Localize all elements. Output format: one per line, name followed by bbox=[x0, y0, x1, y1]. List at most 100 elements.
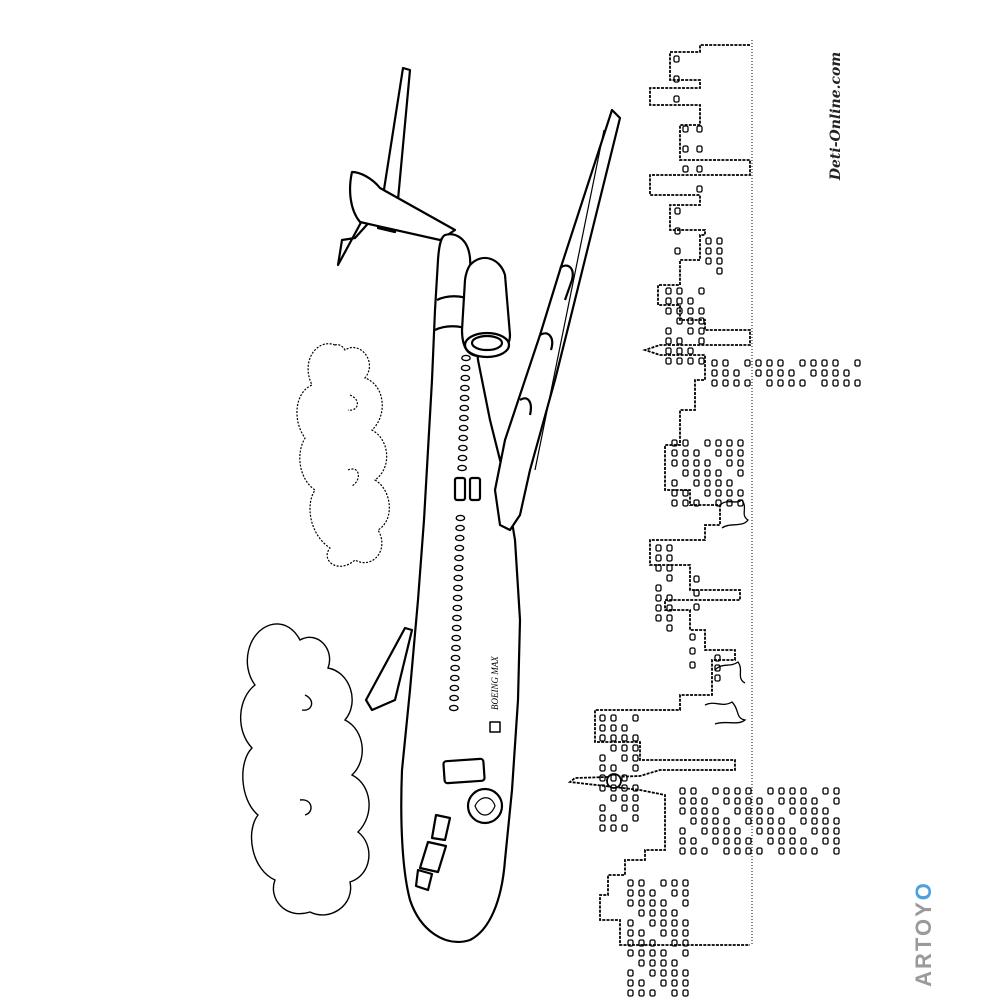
skyline-window bbox=[690, 817, 697, 825]
skyline-window bbox=[682, 979, 689, 987]
cockpit-window-2 bbox=[418, 840, 448, 874]
skyline-window bbox=[687, 297, 694, 305]
skyline-window bbox=[599, 764, 606, 772]
skyline-window bbox=[821, 379, 828, 387]
skyline-window bbox=[737, 439, 744, 447]
cabin-window bbox=[454, 544, 465, 552]
skyline-window bbox=[854, 379, 861, 387]
skyline-window bbox=[723, 787, 730, 795]
skyline-window bbox=[756, 817, 763, 825]
skyline-window bbox=[687, 347, 694, 355]
skyline-window bbox=[627, 969, 634, 977]
cabin-window bbox=[450, 664, 460, 672]
skyline-window bbox=[777, 369, 784, 377]
skyline-window bbox=[687, 357, 694, 365]
skyline-window bbox=[649, 959, 656, 967]
skyline-window bbox=[723, 847, 730, 855]
skyline-window bbox=[665, 307, 672, 315]
skyline-window bbox=[799, 379, 806, 387]
skyline-window bbox=[701, 847, 708, 855]
skyline-window bbox=[671, 959, 678, 967]
skyline-window bbox=[701, 817, 708, 825]
skyline-window bbox=[745, 807, 752, 815]
cockpit-window-3 bbox=[414, 868, 434, 892]
skyline-window bbox=[666, 594, 673, 602]
skyline-window bbox=[632, 714, 639, 722]
cabin-window bbox=[451, 624, 462, 632]
skyline-window bbox=[655, 594, 662, 602]
skyline-window bbox=[766, 369, 773, 377]
skyline-window bbox=[714, 674, 721, 682]
skyline-window bbox=[621, 804, 628, 812]
skyline-window bbox=[811, 847, 818, 855]
skyline-window bbox=[737, 489, 744, 497]
skyline-window bbox=[673, 95, 680, 103]
skyline-window bbox=[655, 544, 662, 552]
skyline-window bbox=[682, 879, 689, 887]
skyline-window bbox=[711, 379, 718, 387]
cabin-window bbox=[452, 594, 463, 602]
skyline-window bbox=[690, 847, 697, 855]
skyline-window bbox=[674, 247, 681, 255]
skyline-window bbox=[666, 624, 673, 632]
skyline-window bbox=[778, 847, 785, 855]
skyline-window bbox=[599, 734, 606, 742]
skyline-window bbox=[682, 889, 689, 897]
skyline-window bbox=[698, 317, 705, 325]
skyline-window bbox=[821, 369, 828, 377]
skyline-window bbox=[671, 889, 678, 897]
skyline-window bbox=[682, 459, 689, 467]
skyline-window bbox=[778, 797, 785, 805]
skyline-window bbox=[767, 837, 774, 845]
skyline-window bbox=[655, 564, 662, 572]
cabin-window bbox=[457, 444, 468, 452]
skyline-window bbox=[789, 787, 796, 795]
skyline-window bbox=[737, 449, 744, 457]
site-watermark: Deti-Online.com bbox=[816, 52, 856, 180]
skyline-window bbox=[649, 949, 656, 957]
skyline-window bbox=[682, 499, 689, 507]
skyline-window bbox=[756, 797, 763, 805]
skyline-window bbox=[679, 827, 686, 835]
skyline-window bbox=[789, 847, 796, 855]
skyline-window bbox=[800, 787, 807, 795]
skyline-window bbox=[789, 807, 796, 815]
cabin-window bbox=[449, 684, 460, 692]
skyline-window bbox=[638, 979, 645, 987]
tail-emblem bbox=[466, 787, 504, 825]
skyline-window bbox=[649, 909, 656, 917]
cabin-window bbox=[460, 364, 471, 372]
cabin-window bbox=[451, 614, 462, 622]
skyline-window bbox=[778, 837, 785, 845]
cabin-window bbox=[458, 434, 469, 442]
skyline-window bbox=[674, 227, 681, 235]
skyline-window bbox=[676, 307, 683, 315]
skyline-window bbox=[627, 919, 634, 927]
skyline-window bbox=[712, 827, 719, 835]
skyline-window bbox=[722, 369, 729, 377]
skyline-window bbox=[711, 359, 718, 367]
skyline-window bbox=[660, 919, 667, 927]
skyline-window bbox=[726, 449, 733, 457]
skyline-window bbox=[632, 794, 639, 802]
skyline-window bbox=[671, 929, 678, 937]
skyline-window bbox=[715, 439, 722, 447]
skyline-window bbox=[676, 297, 683, 305]
skyline-window bbox=[726, 439, 733, 447]
skyline-window bbox=[682, 949, 689, 957]
skyline-window bbox=[726, 459, 733, 467]
skyline-window bbox=[745, 837, 752, 845]
skyline-window bbox=[638, 949, 645, 957]
skyline-window bbox=[665, 287, 672, 295]
skyline-window bbox=[715, 449, 722, 457]
skyline-window bbox=[632, 734, 639, 742]
skyline-window bbox=[811, 807, 818, 815]
skyline-window bbox=[682, 919, 689, 927]
skyline-window bbox=[737, 459, 744, 467]
skyline-window bbox=[621, 774, 628, 782]
skyline-window bbox=[676, 347, 683, 355]
skyline-window bbox=[676, 337, 683, 345]
skyline-window bbox=[734, 787, 741, 795]
skyline-window bbox=[671, 989, 678, 997]
